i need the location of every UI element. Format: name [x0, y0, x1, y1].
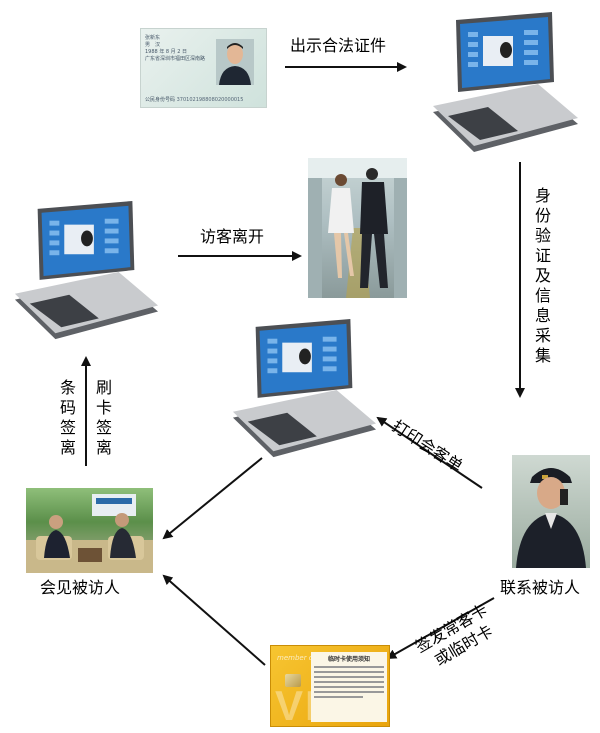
- id-photo: [216, 39, 254, 85]
- visitor-terminal-left: [10, 200, 160, 345]
- arrow-guard-to-card: [386, 597, 495, 659]
- vertical-char: 离: [59, 438, 76, 457]
- label-show-id: 出示合法证件: [290, 36, 387, 55]
- vertical-char: 集: [534, 346, 551, 365]
- id-address: 广东省深圳市福田区深南路: [145, 56, 206, 62]
- arrow-card-to-meet: [162, 574, 266, 666]
- vip-member-text: member card: [277, 654, 325, 662]
- label-contact-host: 联系被访人: [500, 578, 581, 597]
- vertical-char: 签: [95, 418, 112, 437]
- vertical-char: 验: [534, 226, 551, 245]
- visitor-terminal-center: [228, 318, 378, 463]
- vertical-char: 签: [59, 418, 76, 437]
- vertical-char: 及: [534, 266, 551, 285]
- security-guard-photo: [512, 455, 590, 568]
- id-ethnicity: 汉: [155, 42, 161, 48]
- vertical-char: 身: [534, 186, 551, 205]
- vertical-char: 码: [59, 398, 76, 417]
- visitor-terminal-top: [428, 12, 580, 157]
- arrow-terminal-to-meet: [162, 457, 263, 540]
- id-card-image: 张新东 男 汉 1988 年 8 月 2 日 广东省深圳市福田区深南路 公民身份…: [140, 28, 267, 108]
- visitors-leaving-photo: [308, 158, 407, 298]
- vip-card-text-lines: [314, 666, 384, 698]
- vertical-char: 采: [534, 326, 551, 345]
- label-verify: 身份验证及信息采集: [533, 186, 553, 366]
- vertical-char: 息: [534, 306, 551, 325]
- vertical-char: 刷: [95, 378, 112, 397]
- vip-card-chip: [285, 674, 301, 687]
- meeting-photo: [26, 488, 153, 573]
- vertical-char: 条: [59, 378, 76, 397]
- vip-card-image: VIP member card 临时卡使用须知: [270, 645, 390, 727]
- vertical-char: 证: [534, 246, 551, 265]
- vertical-char: 份: [534, 206, 551, 225]
- vertical-char: 信: [534, 286, 551, 305]
- label-swipe-signout: 刷卡签离: [94, 378, 114, 458]
- vip-card-title: 临时卡使用须知: [327, 656, 370, 663]
- vertical-char: 卡: [95, 398, 112, 417]
- id-gender: 男: [145, 42, 151, 48]
- id-number-label: 公民身份号码: [145, 97, 176, 103]
- id-number: 370102198808020000015: [176, 97, 244, 103]
- label-meet-host: 会见被访人: [40, 578, 121, 597]
- id-name: 张新东: [145, 35, 161, 41]
- id-birth: 1988 年 8 月 2 日: [145, 49, 188, 55]
- vertical-char: 离: [95, 438, 112, 457]
- label-barcode-signout: 条码签离: [58, 378, 78, 458]
- label-visitor-leave: 访客离开: [200, 227, 265, 246]
- arrow-guard-to-print: [376, 416, 483, 489]
